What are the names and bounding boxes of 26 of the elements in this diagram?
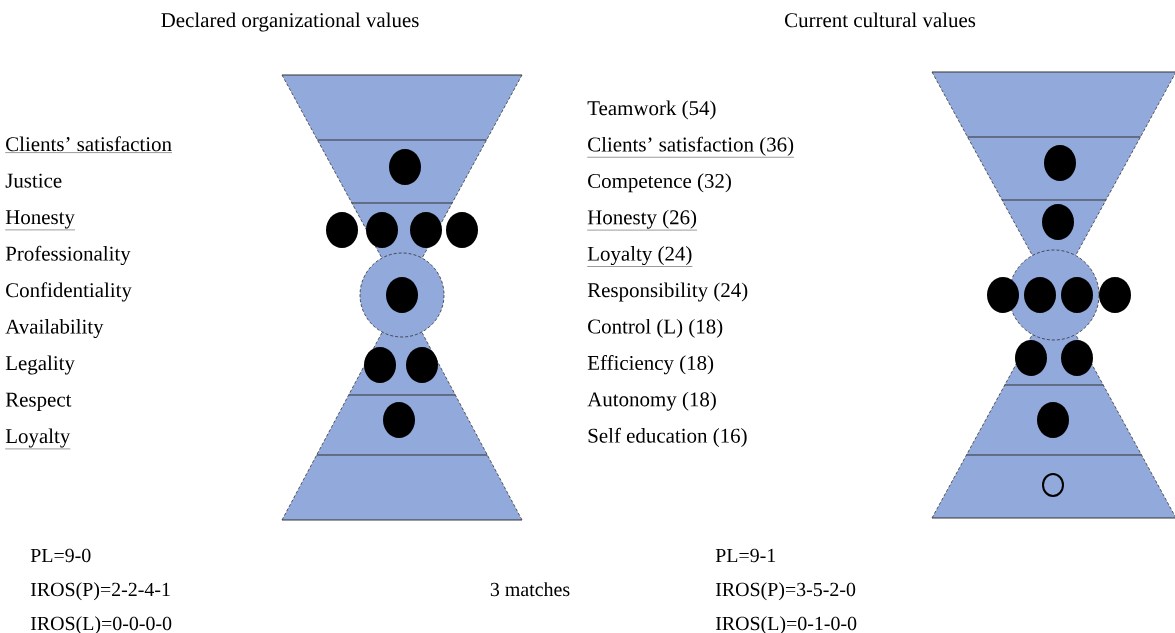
value-label: Availability	[5, 319, 104, 338]
value-label: Honesty	[5, 210, 76, 231]
value-label: Self education (16)	[588, 427, 747, 448]
value-label: PL=9-1	[715, 548, 776, 563]
value-label: Professionality	[5, 245, 131, 265]
value-label: Current cultural values	[785, 12, 976, 28]
value-label: IROS(P)=2-2-4-1	[30, 582, 170, 601]
value-label: Responsibility (24)	[587, 282, 748, 302]
value-label: Teamwork (54)	[587, 100, 716, 120]
value-label: Declared organizational values	[161, 12, 419, 32]
value-label: Control (L) (18)	[588, 318, 723, 338]
value-label: Legality	[5, 355, 75, 375]
value-label: IROS(P)=3-5-2-0	[715, 582, 856, 601]
value-label: Clients’ satisfaction	[5, 136, 173, 153]
value-label: Justice	[5, 173, 62, 188]
value-label: Respect	[5, 392, 72, 411]
value-label: PL=9-0	[30, 548, 91, 563]
value-label: Loyalty	[5, 428, 71, 450]
value-label: 3 matches	[490, 582, 570, 597]
value-label: Efficiency (18)	[587, 355, 714, 375]
value-label: Clients’ satisfaction (36)	[587, 136, 795, 158]
value-label: Competence (32)	[588, 173, 731, 193]
value-label: Autonomy (18)	[587, 391, 716, 411]
value-label: Confidentiality	[6, 282, 132, 302]
value-label: Loyalty (24)	[587, 246, 693, 267]
value-label: Honesty (26)	[587, 209, 698, 231]
